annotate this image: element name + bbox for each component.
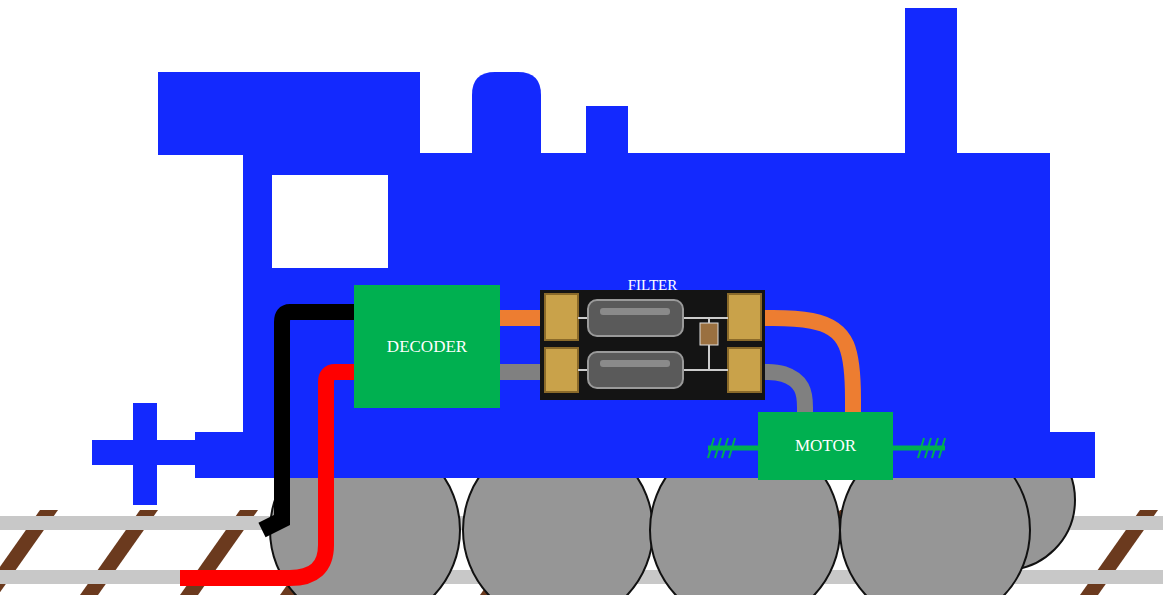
- wire: [500, 310, 540, 326]
- wire: [500, 364, 540, 380]
- wire: [765, 372, 805, 412]
- cab-window: [272, 175, 388, 268]
- node-label: DECODER: [387, 337, 467, 357]
- decoder-box: DECODER: [354, 285, 500, 408]
- filter-components: [540, 290, 765, 400]
- node-label: FILTER: [540, 277, 765, 293]
- motor-box: MOTOR: [758, 412, 893, 480]
- node-label: MOTOR: [795, 436, 856, 456]
- wire: [765, 318, 853, 412]
- filter-board: FILTER: [540, 290, 765, 400]
- pickup-wire: [262, 312, 356, 530]
- pickup-wire: [180, 372, 356, 578]
- loco-body: [92, 8, 1095, 505]
